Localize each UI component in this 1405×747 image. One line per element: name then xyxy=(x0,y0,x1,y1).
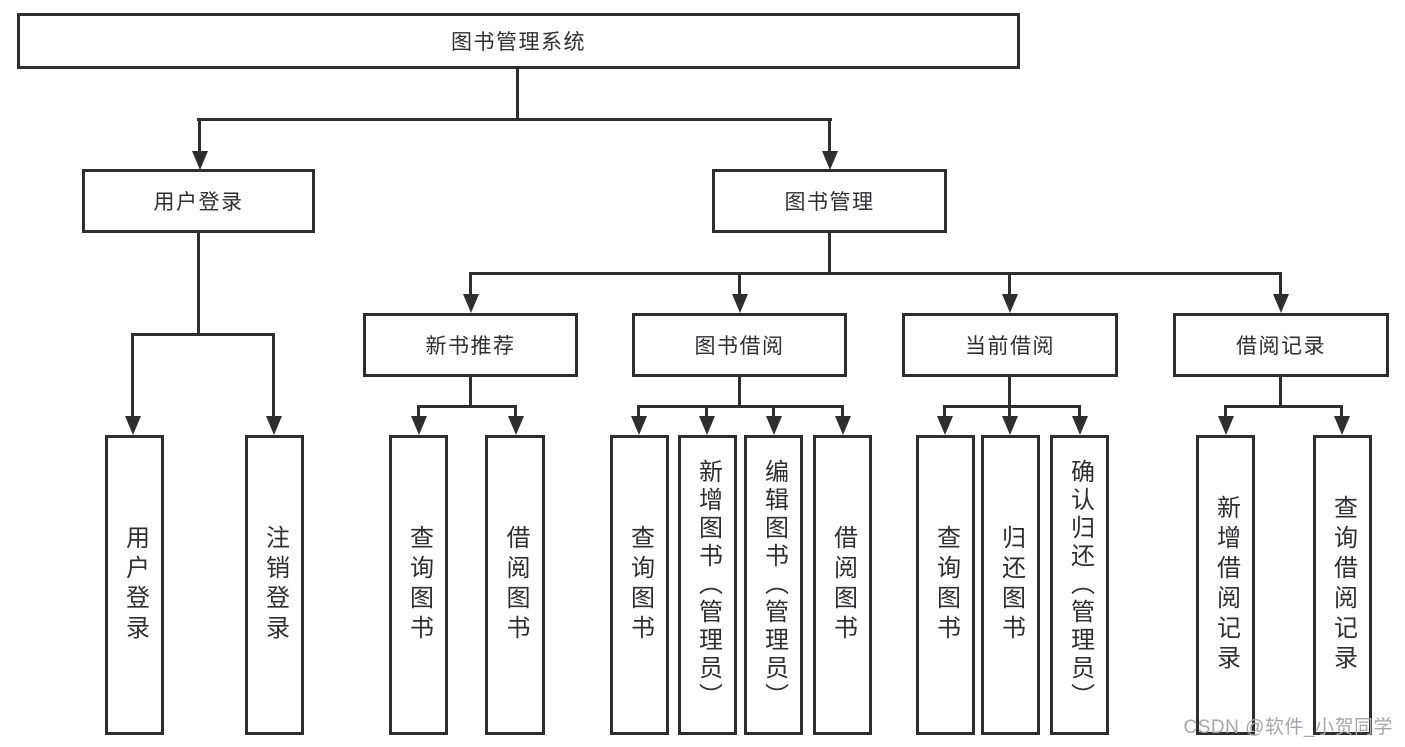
arrow-down-icon xyxy=(417,408,420,416)
node-user-login: 用户登录 xyxy=(82,169,315,233)
leaf-borrow-borrow-book: 借阅图书 xyxy=(813,435,872,735)
node-book-mgmt: 图书管理 xyxy=(712,169,947,233)
arrow-down-icon xyxy=(198,121,201,151)
leaf-record-add: 新增借阅记录 xyxy=(1196,435,1255,735)
node-book-borrow: 图书借阅 xyxy=(632,313,847,377)
connector-line xyxy=(943,405,1081,408)
arrow-down-icon xyxy=(514,408,517,416)
leaf-current-query-book-label: 查询图书 xyxy=(932,525,960,645)
connector-line xyxy=(637,405,844,408)
leaf-borrow-edit-book: 编辑图书（管理员） xyxy=(744,435,803,735)
connector-line xyxy=(828,233,831,275)
connector-line xyxy=(1279,377,1282,408)
node-root: 图书管理系统 xyxy=(17,13,1020,69)
arrow-down-icon xyxy=(131,336,134,416)
node-user-login-label: 用户登录 xyxy=(153,191,244,214)
arrow-down-icon xyxy=(1224,408,1227,416)
arrow-down-icon xyxy=(705,408,708,416)
node-new-book-rec: 新书推荐 xyxy=(363,313,578,377)
connector-line xyxy=(1008,377,1011,408)
leaf-record-query: 查询借阅记录 xyxy=(1313,435,1372,735)
connector-line xyxy=(738,377,741,408)
node-current-borrow: 当前借阅 xyxy=(902,313,1118,377)
arrow-down-icon xyxy=(1008,408,1011,416)
watermark: CSDN @软件_小贺同学 xyxy=(1183,717,1393,738)
node-book-borrow-label: 图书借阅 xyxy=(694,335,785,358)
leaf-current-confirm-return: 确认归还（管理员） xyxy=(1050,435,1109,735)
node-borrow-record: 借阅记录 xyxy=(1173,313,1389,377)
leaf-current-query-book: 查询图书 xyxy=(916,435,975,735)
arrow-down-icon xyxy=(1078,408,1081,416)
node-book-mgmt-label: 图书管理 xyxy=(784,191,875,214)
leaf-borrow-query-book: 查询图书 xyxy=(610,435,669,735)
arrow-down-icon xyxy=(828,121,831,151)
connector-line xyxy=(131,333,275,336)
leaf-current-confirm-return-label: 确认归还（管理员） xyxy=(1066,459,1094,711)
arrow-down-icon xyxy=(738,275,741,294)
connector-line xyxy=(197,233,200,336)
node-borrow-record-label: 借阅记录 xyxy=(1236,335,1326,358)
leaf-rec-borrow-book: 借阅图书 xyxy=(485,435,545,735)
arrow-down-icon xyxy=(1008,275,1011,294)
leaf-record-query-label: 查询借阅记录 xyxy=(1329,495,1357,675)
leaf-logout: 注销登录 xyxy=(245,435,304,735)
leaf-rec-borrow-book-label: 借阅图书 xyxy=(502,525,529,645)
arrow-down-icon xyxy=(841,408,844,416)
leaf-rec-query-book: 查询图书 xyxy=(389,435,448,735)
leaf-user-login-label: 用户登录 xyxy=(121,525,149,645)
leaf-borrow-query-book-label: 查询图书 xyxy=(626,525,654,645)
arrow-down-icon xyxy=(943,408,946,416)
arrow-down-icon xyxy=(772,408,775,416)
leaf-current-return-book-label: 归还图书 xyxy=(997,525,1025,645)
connector-line xyxy=(1224,405,1343,408)
node-new-book-rec-label: 新书推荐 xyxy=(425,335,516,358)
arrow-down-icon xyxy=(1340,408,1343,416)
arrow-down-icon xyxy=(272,336,275,416)
connector-line xyxy=(516,69,519,120)
arrow-down-icon xyxy=(1279,275,1282,294)
connector-line xyxy=(197,118,832,121)
leaf-borrow-edit-book-label: 编辑图书（管理员） xyxy=(760,459,788,711)
connector-line xyxy=(469,272,1282,275)
leaf-borrow-borrow-book-label: 借阅图书 xyxy=(829,525,857,645)
leaf-record-add-label: 新增借阅记录 xyxy=(1212,495,1240,675)
leaf-borrow-add-book: 新增图书（管理员） xyxy=(678,435,737,735)
leaf-borrow-add-book-label: 新增图书（管理员） xyxy=(694,459,722,711)
leaf-user-login: 用户登录 xyxy=(105,435,164,735)
leaf-current-return-book: 归还图书 xyxy=(981,435,1040,735)
node-root-label: 图书管理系统 xyxy=(451,31,586,54)
node-current-borrow-label: 当前借阅 xyxy=(965,335,1055,358)
arrow-down-icon xyxy=(469,275,472,294)
connector-line xyxy=(469,377,472,408)
arrow-down-icon xyxy=(637,408,640,416)
leaf-rec-query-book-label: 查询图书 xyxy=(405,525,433,645)
connector-line xyxy=(417,405,517,408)
leaf-logout-label: 注销登录 xyxy=(261,525,289,645)
